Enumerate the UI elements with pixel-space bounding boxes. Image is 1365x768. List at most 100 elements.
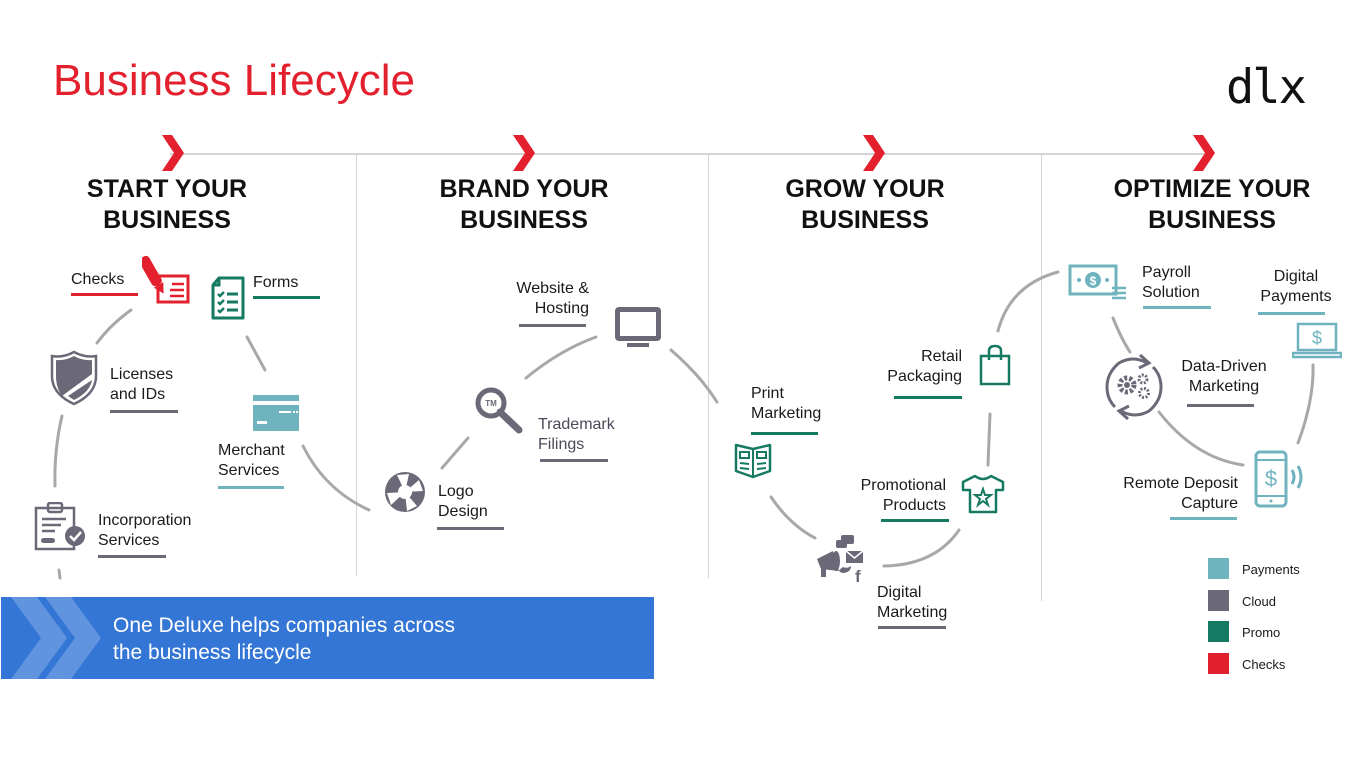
- label-line: Payments: [1260, 288, 1332, 305]
- service-label-promotional-products: Promotional Products: [846, 476, 946, 516]
- category-underline-cloud: [437, 527, 504, 530]
- label-line: Marketing: [877, 604, 948, 621]
- double-chevron-icon: [11, 597, 101, 679]
- label-line: Promotional: [860, 477, 946, 494]
- legend-swatch-cloud: [1208, 590, 1229, 611]
- laptop-dollar-icon: $: [1292, 322, 1342, 359]
- service-label-remote-deposit: Remote Deposit Capture: [1110, 474, 1238, 514]
- legend-label: Checks: [1242, 657, 1286, 672]
- label-line: Solution: [1142, 284, 1200, 301]
- label-line: Logo: [438, 483, 474, 500]
- tagline-banner: One Deluxe helps companies across the bu…: [1, 597, 654, 679]
- category-underline-promo: [881, 519, 949, 522]
- category-underline-cloud: [540, 459, 608, 462]
- banner-line: the business lifecycle: [113, 641, 312, 664]
- connector-arc: [57, 568, 62, 580]
- phase-heading-line: BRAND YOUR: [439, 175, 609, 203]
- label-line: Payroll: [1142, 264, 1191, 281]
- category-underline-payments: [1258, 312, 1325, 315]
- aperture-icon: [385, 472, 425, 512]
- label-line: Trademark: [538, 416, 615, 433]
- label-line: Retail: [921, 348, 962, 365]
- label-line: Digital: [1273, 268, 1319, 285]
- connector-arc: [53, 414, 64, 488]
- label-line: Website &: [516, 280, 589, 297]
- trademark-magnifier-icon: TM: [475, 387, 523, 434]
- label-line: and IDs: [110, 386, 166, 403]
- phase-heading-line: START YOUR: [86, 175, 248, 203]
- connector-arc: [769, 495, 817, 540]
- chevron-right-icon: [863, 135, 885, 171]
- label-line: Capture: [1181, 495, 1238, 512]
- svg-text:$: $: [1312, 328, 1322, 348]
- connector-arc: [996, 270, 1060, 333]
- connector-arc: [1296, 363, 1315, 445]
- service-label-merchant: Merchant Services: [218, 441, 285, 481]
- phase-heading-grow: GROW YOUR BUSINESS: [755, 174, 975, 236]
- label-line: Hosting: [534, 300, 589, 317]
- legend-label: Promo: [1242, 625, 1281, 640]
- legend-label: Payments: [1242, 562, 1300, 577]
- newspaper-icon: [734, 443, 772, 479]
- tshirt-star-icon: [961, 474, 1005, 514]
- label-line: Services: [218, 462, 280, 479]
- connector-arc: [524, 335, 598, 380]
- label-line: Licenses: [110, 366, 174, 383]
- label-line: Filings: [538, 436, 585, 453]
- category-underline-checks: [71, 293, 138, 296]
- legend-swatch-payments: [1208, 558, 1229, 579]
- label-line: Marketing: [1188, 378, 1260, 395]
- category-underline-cloud: [519, 324, 586, 327]
- shopping-bag-icon: [979, 344, 1011, 386]
- connector-arc: [1111, 316, 1132, 354]
- shield-icon: [50, 350, 98, 406]
- phase-heading-optimize: OPTIMIZE YOUR BUSINESS: [1092, 174, 1332, 236]
- service-label-data-driven: Data-Driven Marketing: [1177, 357, 1271, 397]
- service-label-digital-marketing: Digital Marketing: [877, 583, 947, 623]
- label-line: Packaging: [887, 368, 962, 385]
- connector-arc: [440, 436, 470, 470]
- trademark-text: TM: [485, 399, 497, 408]
- category-underline-cloud: [98, 555, 166, 558]
- pen-check-icon: [142, 255, 190, 304]
- service-label-checks: Checks: [71, 271, 125, 288]
- phase-heading-line: BUSINESS: [103, 206, 231, 234]
- service-label-forms: Forms: [253, 274, 299, 291]
- banner-text: One Deluxe helps companies across the bu…: [113, 612, 455, 666]
- service-label-licenses: Licenses and IDs: [110, 365, 173, 405]
- connector-arc: [245, 335, 267, 372]
- service-label-retail-packaging: Retail Packaging: [862, 347, 962, 387]
- connector-arc: [669, 348, 719, 404]
- category-underline-promo: [253, 296, 320, 299]
- credit-card-icon: [253, 395, 299, 431]
- legend-swatch-checks: [1208, 653, 1229, 674]
- banknote-icon: $: [1068, 264, 1126, 300]
- service-label-trademark: Trademark Filings: [538, 415, 615, 455]
- megaphone-social-icon: f: [817, 535, 864, 583]
- phone-dollar-icon: $: [1254, 450, 1303, 508]
- category-underline-payments: [1143, 306, 1211, 309]
- label-line: Digital: [877, 584, 922, 601]
- phase-heading-brand: BRAND YOUR BUSINESS: [414, 174, 634, 236]
- category-underline-cloud: [110, 410, 178, 413]
- gears-cycle-icon: [1105, 353, 1163, 421]
- banner-line: One Deluxe helps companies across: [113, 614, 456, 637]
- legend-swatch-promo: [1208, 621, 1229, 642]
- category-underline-cloud: [878, 626, 946, 629]
- category-underline-promo: [894, 396, 962, 399]
- chevron-right-icon: [162, 135, 184, 171]
- service-label-incorporation: Incorporation Services: [98, 511, 191, 551]
- phase-heading-line: BUSINESS: [1148, 206, 1276, 234]
- connector-arc: [301, 444, 371, 512]
- label-line: Design: [438, 503, 488, 520]
- phase-heading-line: BUSINESS: [460, 206, 588, 234]
- label-line: Merchant: [218, 442, 285, 459]
- category-underline-payments: [218, 486, 284, 489]
- label-line: Products: [882, 497, 946, 514]
- phase-heading-line: OPTIMIZE YOUR: [1113, 175, 1311, 203]
- service-label-website: Website & Hosting: [500, 279, 589, 319]
- service-label-print-marketing: Print Marketing: [751, 384, 821, 424]
- svg-text:$: $: [1265, 466, 1277, 491]
- label-line: Data-Driven: [1181, 358, 1267, 375]
- chevron-right-icon: [513, 135, 535, 171]
